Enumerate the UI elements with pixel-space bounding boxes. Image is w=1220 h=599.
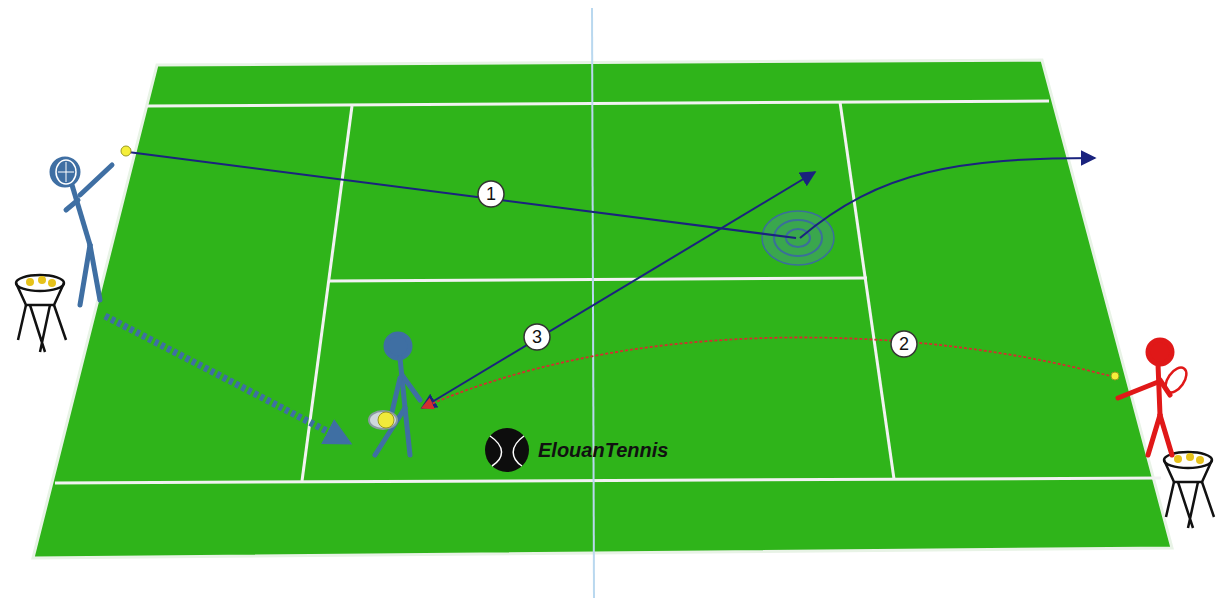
callout-number: 1 <box>486 185 496 203</box>
callout-number: 2 <box>899 335 909 353</box>
callout-number: 3 <box>532 328 542 346</box>
watermark: ElouanTennis <box>538 439 668 461</box>
